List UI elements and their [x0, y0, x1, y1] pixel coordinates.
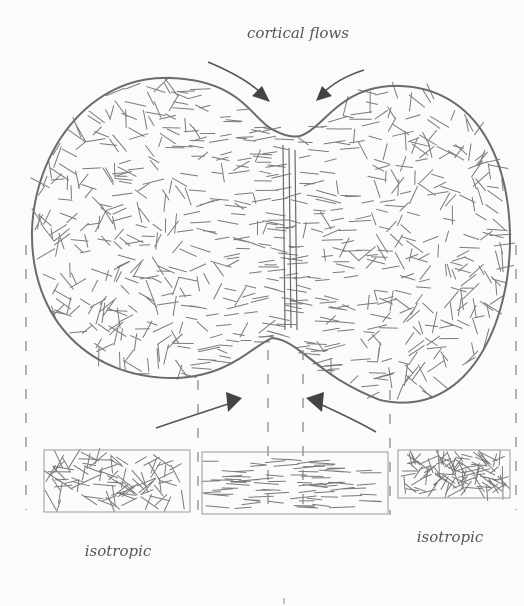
cortical-flows-label: cortical flows [247, 24, 349, 42]
isotropic-label-right: isotropic [417, 528, 484, 546]
isotropic-label-left: isotropic [85, 542, 152, 560]
